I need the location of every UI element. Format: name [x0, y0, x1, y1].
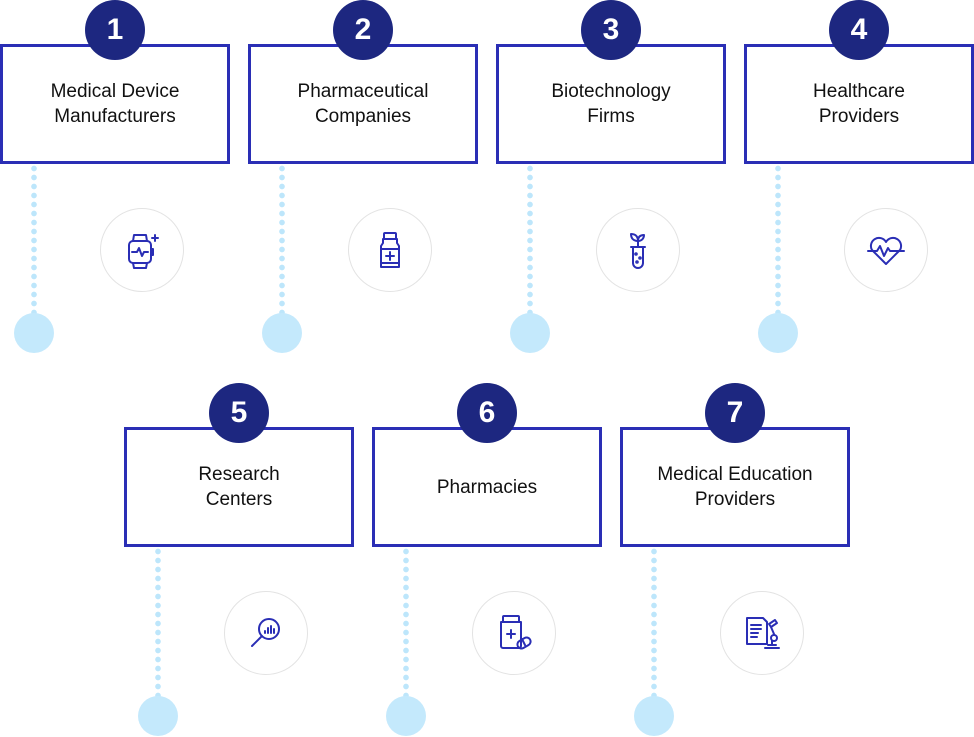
dotted-connector [278, 164, 286, 314]
step-number-badge: 2 [333, 0, 393, 60]
connector-endpoint [262, 313, 302, 353]
step-card-2: 2 Pharmaceutical Companies [248, 0, 478, 353]
step-box: Healthcare Providers [744, 44, 974, 164]
dotted-connector [402, 547, 410, 697]
magnifier-chart-icon [224, 591, 308, 675]
connector-endpoint [634, 696, 674, 736]
step-card-4: 4 Healthcare Providers [744, 0, 974, 353]
step-number-badge: 5 [209, 383, 269, 443]
step-number-badge: 3 [581, 0, 641, 60]
heartbeat-icon [844, 208, 928, 292]
dotted-connector [526, 164, 534, 314]
step-box: Biotechnology Firms [496, 44, 726, 164]
step-card-5: 5 Research Centers [124, 383, 354, 736]
pills-bottle-icon [472, 591, 556, 675]
step-box: Research Centers [124, 427, 354, 547]
dotted-connector [650, 547, 658, 697]
step-label: Pharmaceutical Companies [297, 81, 429, 127]
connector-endpoint [14, 313, 54, 353]
step-label: Biotechnology Firms [551, 81, 671, 127]
step-card-1: 1 Medical Device Manufacturers [0, 0, 230, 353]
dotted-connector [154, 547, 162, 697]
medicine-bottle-icon [348, 208, 432, 292]
step-label: Research Centers [198, 464, 280, 510]
step-box: Pharmacies [372, 427, 602, 547]
step-box: Medical Device Manufacturers [0, 44, 230, 164]
step-number-badge: 4 [829, 0, 889, 60]
connector-endpoint [510, 313, 550, 353]
microscope-document-icon [720, 591, 804, 675]
step-card-7: 7 Medical Education Providers [620, 383, 850, 736]
step-label: Healthcare Providers [813, 81, 905, 127]
step-label: Pharmacies [436, 476, 538, 498]
step-box: Medical Education Providers [620, 427, 850, 547]
step-label: Medical Education Providers [657, 464, 813, 510]
step-label: Medical Device Manufacturers [50, 81, 180, 127]
step-number-badge: 6 [457, 383, 517, 443]
connector-endpoint [386, 696, 426, 736]
test-tube-plant-icon [596, 208, 680, 292]
dotted-connector [774, 164, 782, 314]
dotted-connector [30, 164, 38, 314]
step-box: Pharmaceutical Companies [248, 44, 478, 164]
smartwatch-icon [100, 208, 184, 292]
step-number-badge: 1 [85, 0, 145, 60]
step-card-6: 6 Pharmacies [372, 383, 602, 736]
connector-endpoint [758, 313, 798, 353]
step-number-badge: 7 [705, 383, 765, 443]
connector-endpoint [138, 696, 178, 736]
step-card-3: 3 Biotechnology Firms [496, 0, 726, 353]
